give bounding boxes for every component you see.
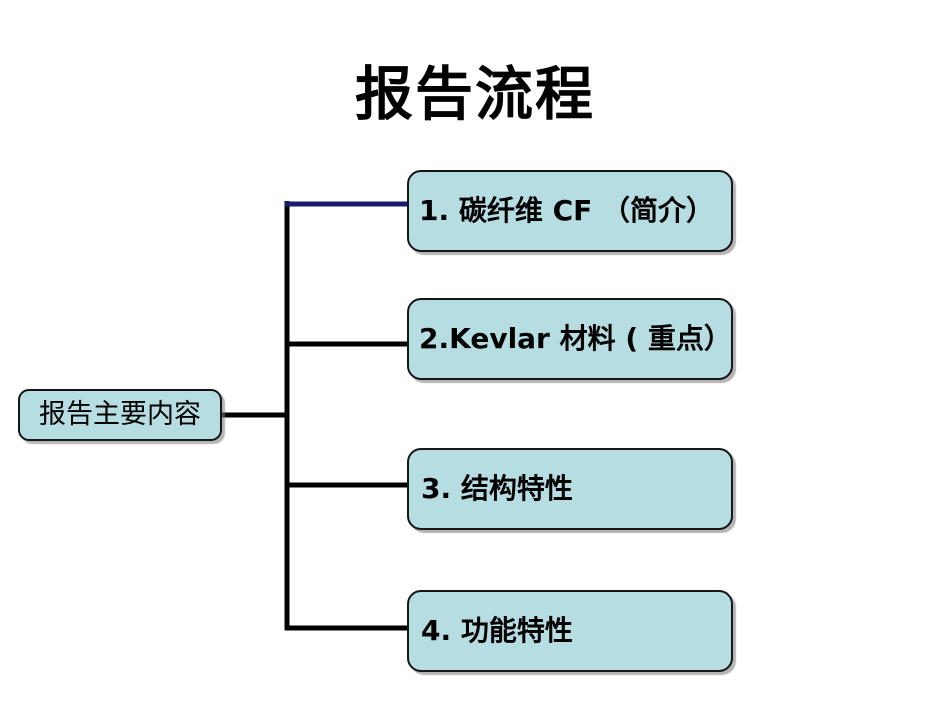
node-root[interactable]: 报告主要内容 [18, 389, 222, 441]
node-branch-2[interactable]: 2.Kevlar 材料 ( 重点） [407, 298, 733, 380]
node-branch-2-label: 2.Kevlar 材料 ( 重点） [419, 322, 732, 355]
node-branch-4-label: 4. 功能特性 [421, 614, 573, 647]
node-branch-3-label: 3. 结构特性 [421, 472, 573, 505]
node-branch-1-label: 1. 碳纤维 CF （简介） [419, 194, 715, 227]
node-branch-1[interactable]: 1. 碳纤维 CF （简介） [407, 170, 733, 252]
node-branch-3[interactable]: 3. 结构特性 [407, 448, 733, 530]
page-title: 报告流程 [354, 60, 595, 128]
node-branch-4[interactable]: 4. 功能特性 [407, 590, 733, 672]
node-root-label: 报告主要内容 [39, 399, 201, 430]
